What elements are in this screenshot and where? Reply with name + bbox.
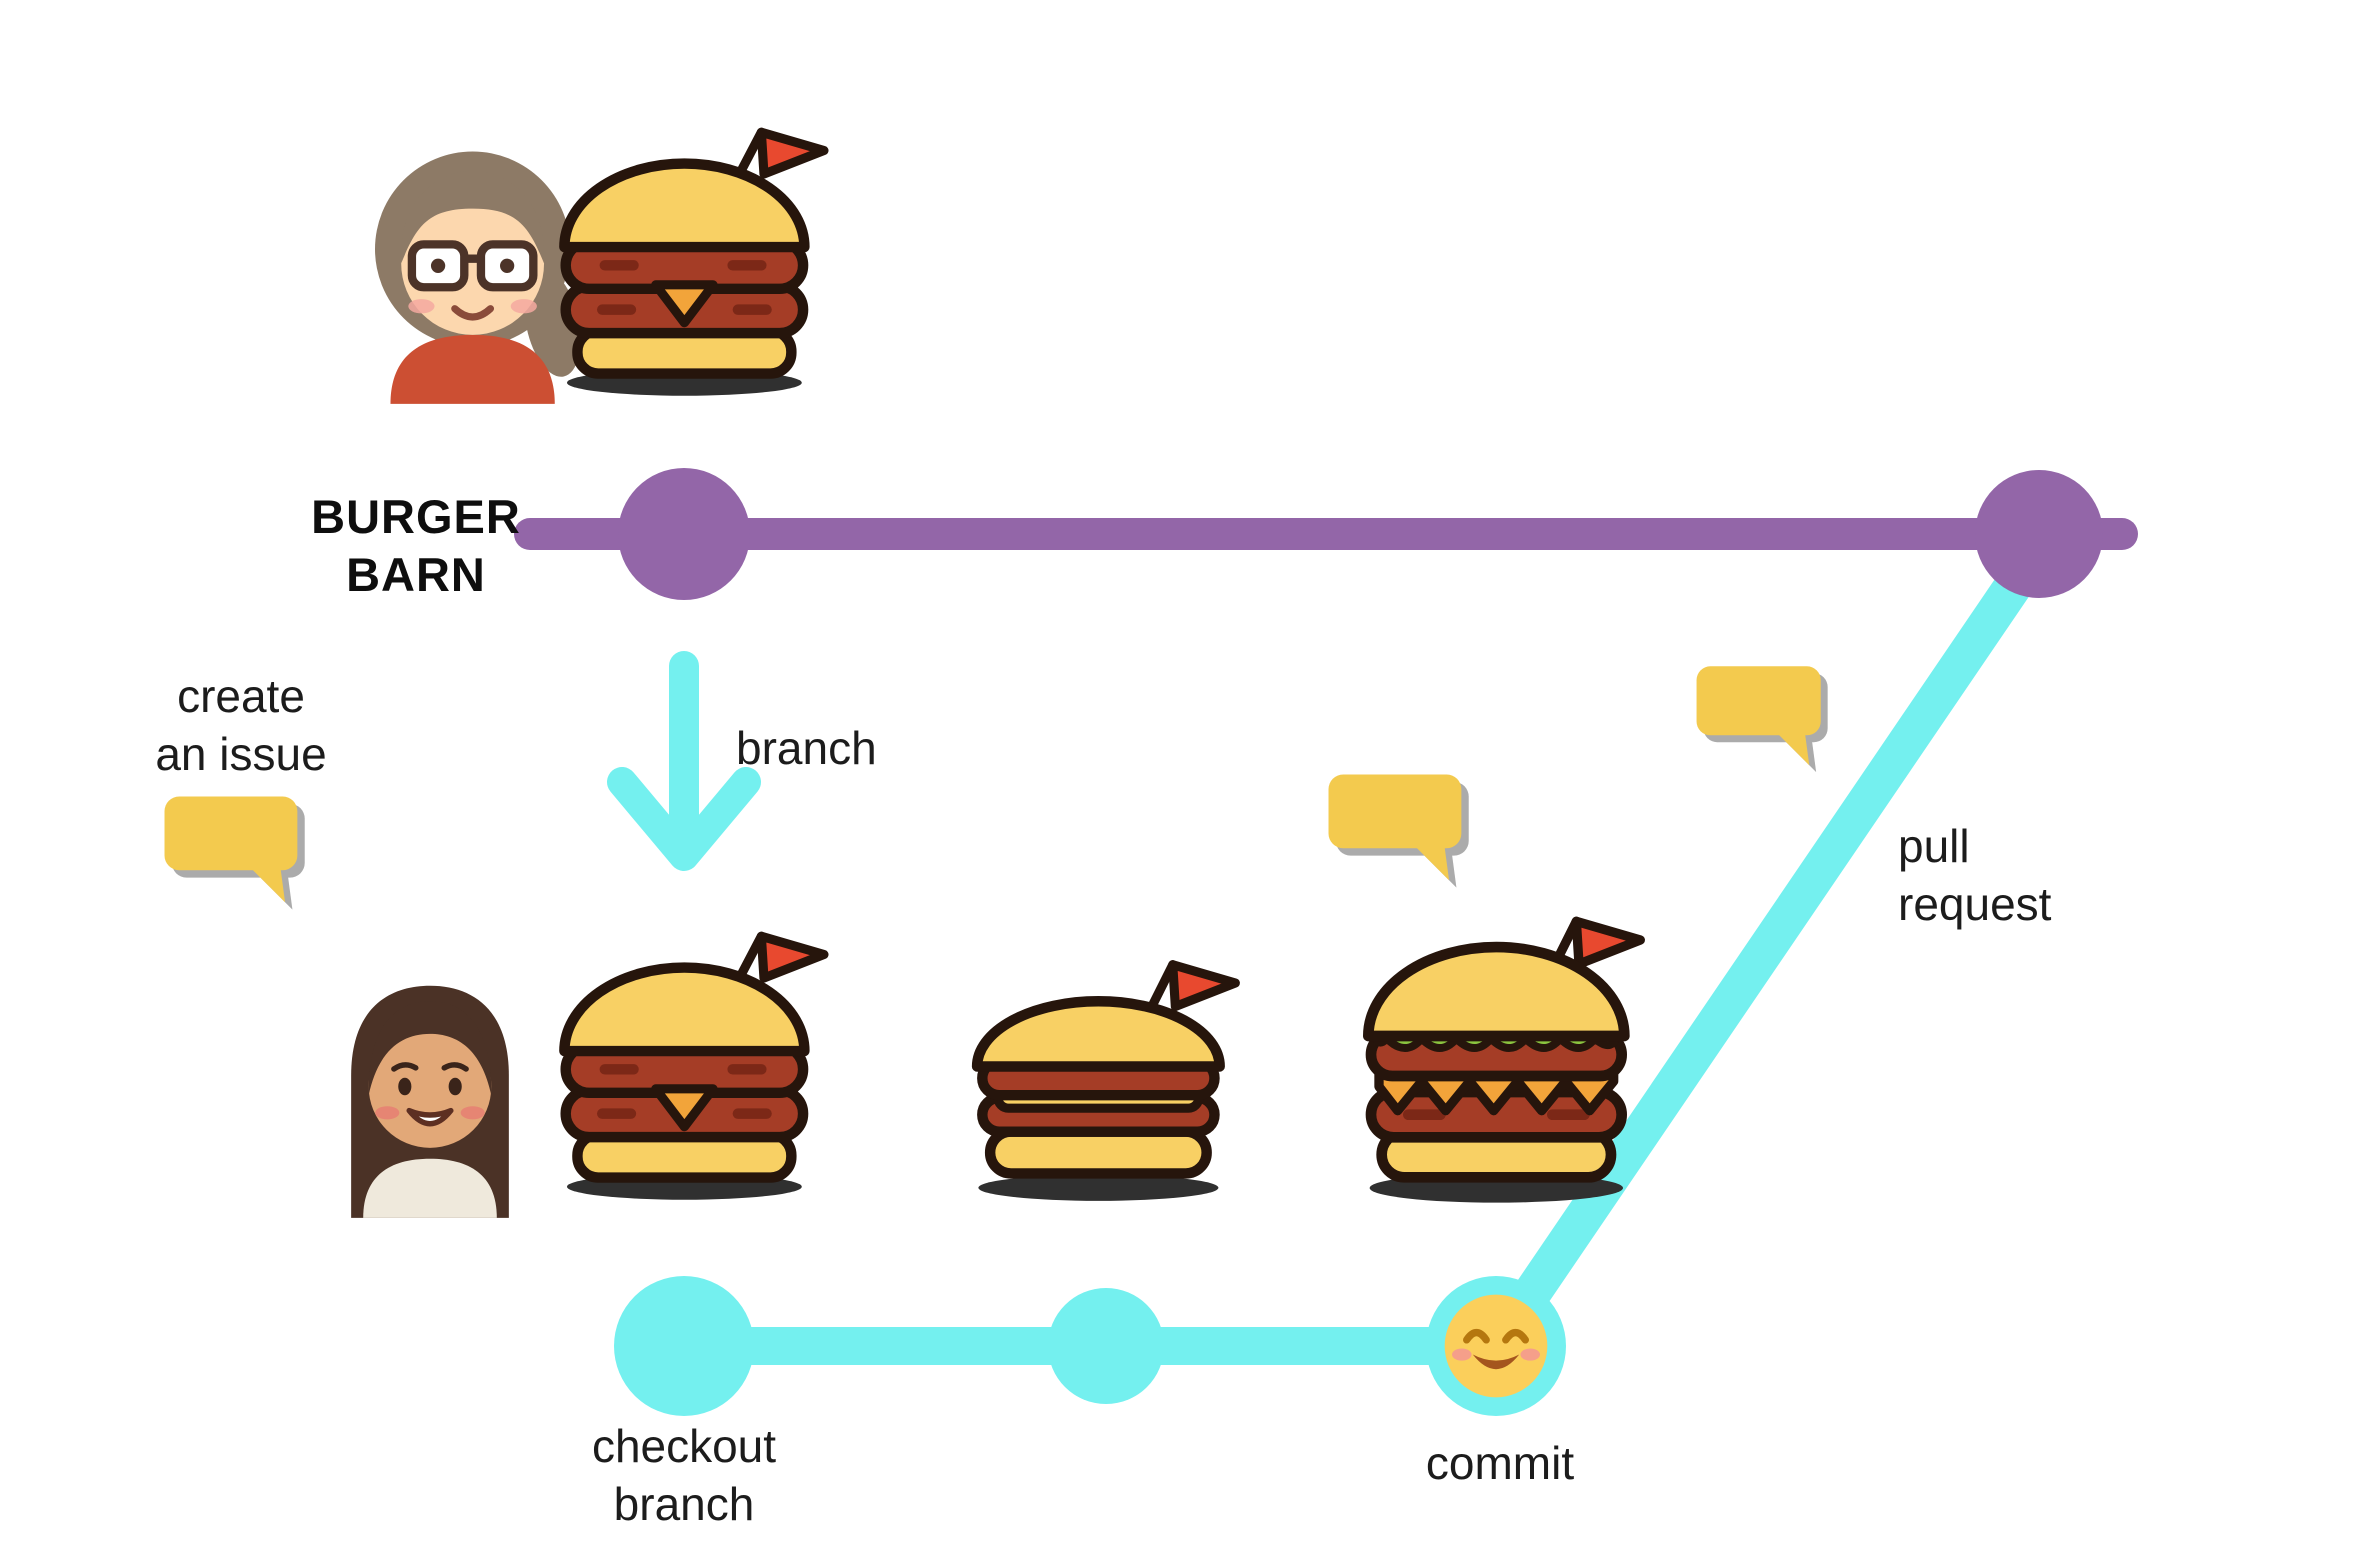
review-speech-bubble-icon — [1694, 664, 1844, 779]
create-issue-line2: an issue — [155, 727, 327, 780]
commit-label: commit — [1350, 1435, 1650, 1493]
branch-commit-node-2 — [1048, 1288, 1164, 1404]
create-issue-line1: create — [177, 670, 305, 722]
create-issue-label: create an issue — [91, 668, 391, 784]
comment-speech-bubble-icon — [1326, 772, 1486, 895]
checkout-branch-line2: branch — [613, 1477, 755, 1530]
branch-label: branch — [736, 720, 877, 778]
checkout-burger-icon — [537, 918, 837, 1218]
pull-request-line2: request — [1898, 877, 2052, 930]
main-commit-node-2 — [1975, 470, 2103, 598]
third-commit-burger-icon — [1339, 900, 1659, 1220]
branch-commit-node-1 — [614, 1276, 754, 1416]
branch-label-text: branch — [736, 722, 877, 774]
burger-barn-line1: BURGER — [311, 490, 521, 543]
commit-label-text: commit — [1425, 1437, 1575, 1489]
burger-barn-label: BURGER BARN — [266, 488, 566, 605]
smiley-commit-icon — [1441, 1291, 1551, 1401]
pull-request-line1: pull — [1898, 820, 1970, 872]
main-commit-node-1 — [618, 468, 750, 600]
main-burger-icon — [537, 114, 837, 414]
branch-arrow-icon — [607, 651, 761, 871]
issue-speech-bubble-icon — [162, 794, 322, 917]
contributor-avatar-icon — [315, 955, 545, 1218]
checkout-branch-label: checkout branch — [534, 1418, 834, 1534]
second-commit-burger-icon — [951, 923, 1251, 1223]
checkout-branch-line1: checkout — [591, 1420, 777, 1472]
burger-barn-line2: BARN — [346, 548, 486, 602]
pull-request-label: pull request — [1898, 818, 2051, 934]
